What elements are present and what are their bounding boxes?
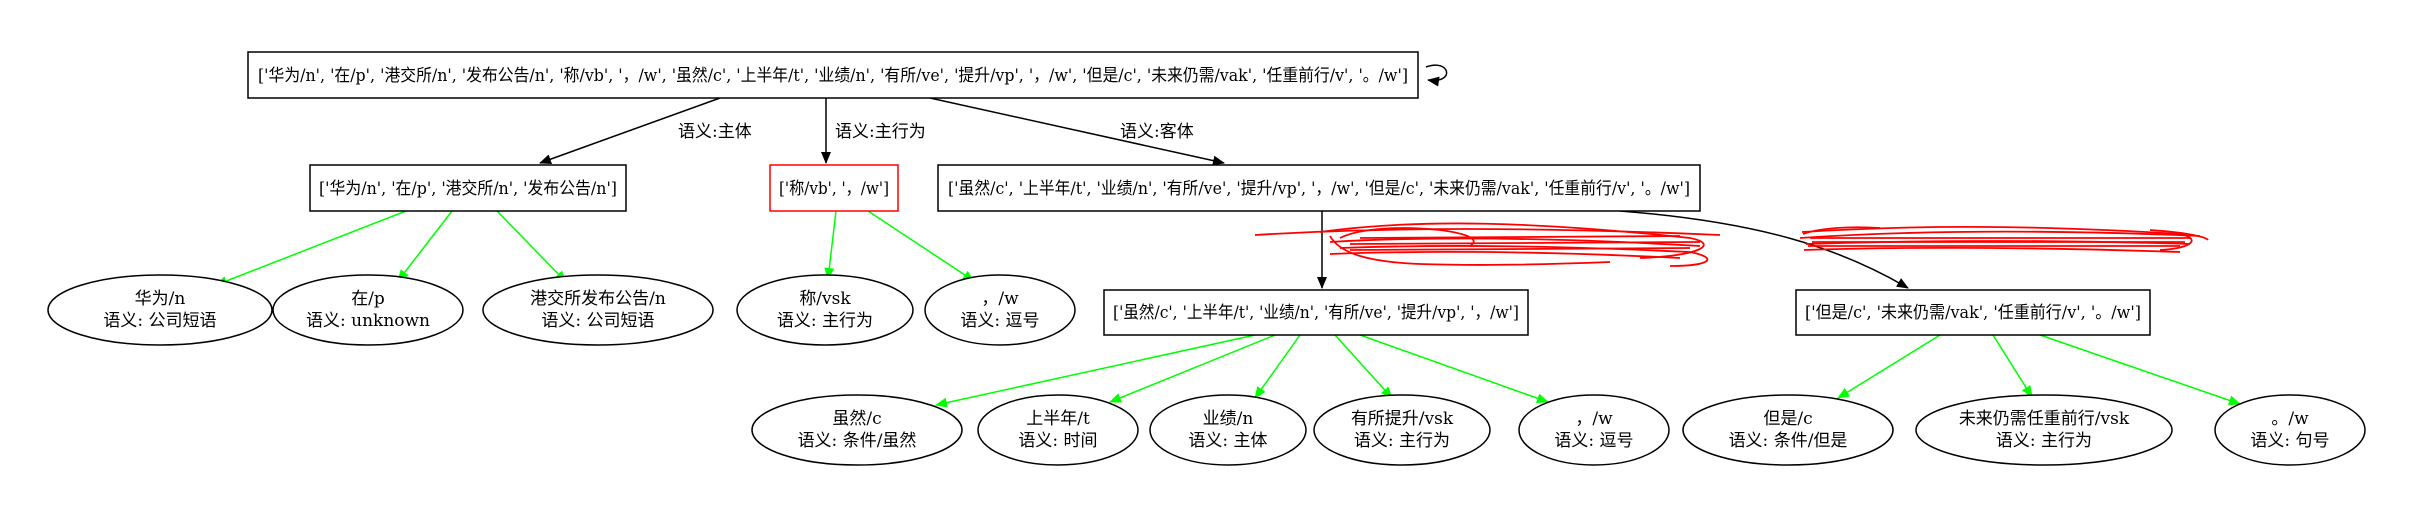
edge-object-b (1619, 210, 1909, 289)
leaf-comma-2-sem: 语义: 逗号 (1554, 431, 1633, 451)
leaf-danshi: 但是/c 语义: 条件/但是 (1682, 394, 1894, 466)
edge-root-self-loop (1425, 64, 1448, 87)
leaf-period: 。/w 语义: 句号 (2214, 394, 2366, 466)
edge-root-subject (539, 97, 721, 164)
leaf-hkex-word: 港交所发布公告/n (530, 289, 666, 309)
node-object-a-label: ['虽然/c', '上半年/t', '业绩/n', '有所/ve', '提升/v… (1113, 303, 1519, 323)
edge-objecta-yeji (1254, 334, 1301, 399)
node-object: ['虽然/c', '上半年/t', '业绩/n', '有所/ve', '提升/v… (937, 164, 1701, 212)
red-scribble-left (1254, 222, 1721, 267)
edge-label-predicate: 语义:主行为 (835, 122, 926, 142)
leaf-edges (215, 210, 2241, 408)
edge-objecta-shangbannian (1109, 334, 1276, 403)
node-predicate: ['称/vb', '，/w'] (769, 164, 899, 212)
node-object-a: ['虽然/c', '上半年/t', '业绩/n', '有所/ve', '提升/v… (1103, 289, 1529, 336)
leaf-tisheng-word: 有所提升/vsk (1351, 409, 1454, 429)
leaf-zai-word: 在/p (351, 289, 385, 309)
leaf-hkex: 港交所发布公告/n 语义: 公司短语 (482, 274, 714, 346)
leaf-zai-sem: 语义: unknown (306, 311, 430, 331)
edge-subject-zai (397, 210, 453, 282)
node-object-label: ['虽然/c', '上半年/t', '业绩/n', '有所/ve', '提升/v… (948, 179, 1690, 199)
leaf-cheng: 称/vsk 语义: 主行为 (736, 274, 914, 346)
leaf-period-sem: 语义: 句号 (2250, 431, 2329, 451)
edge-objectb-danshi (1837, 334, 1941, 399)
leaf-huawei-sem: 语义: 公司短语 (103, 311, 216, 331)
edge-subject-hkex (496, 210, 567, 283)
leaf-comma-1-word: ，/w (981, 289, 1019, 309)
edge-root-object (929, 97, 1225, 166)
node-object-b-label: ['但是/c', '未来仍需/vak', '任重前行/v', '。/w'] (1805, 303, 2141, 323)
leaf-comma-2: ，/w 语义: 逗号 (1518, 394, 1670, 466)
edge-label-object: 语义:客体 (1120, 122, 1194, 142)
leaf-tisheng-sem: 语义: 主行为 (1354, 431, 1450, 451)
leaf-yeji-word: 业绩/n (1203, 409, 1254, 429)
node-object-b: ['但是/c', '未来仍需/vak', '任重前行/v', '。/w'] (1795, 289, 2151, 336)
edge-objecta-tisheng (1334, 334, 1393, 399)
leaf-hkex-sem: 语义: 公司短语 (541, 311, 654, 331)
leaf-danshi-word: 但是/c (1763, 409, 1812, 429)
leaf-yeji-sem: 语义: 主体 (1188, 431, 1267, 451)
leaf-period-word: 。/w (2271, 409, 2309, 429)
leaf-cheng-word: 称/vsk (799, 289, 851, 309)
tree-edges (539, 64, 1909, 289)
node-predicate-label: ['称/vb', '，/w'] (779, 179, 889, 199)
leaf-weilai-sem: 语义: 主行为 (1996, 431, 2092, 451)
leaf-shangbannian: 上半年/t 语义: 时间 (977, 394, 1139, 466)
node-subject-label: ['华为/n', '在/p', '港交所/n', '发布公告/n'] (319, 179, 617, 199)
leaf-suiran-sem: 语义: 条件/虽然 (798, 431, 917, 451)
edge-label-subject: 语义:主体 (678, 122, 752, 142)
leaf-huawei: 华为/n 语义: 公司短语 (47, 274, 273, 346)
node-root-label: ['华为/n', '在/p', '港交所/n', '发布公告/n', '称/vb… (258, 66, 1408, 86)
leaf-zai: 在/p 语义: unknown (272, 274, 464, 346)
edge-objecta-comma (1359, 334, 1549, 404)
edge-predicate-comma (867, 210, 975, 282)
leaf-huawei-word: 华为/n (135, 289, 186, 309)
red-scribble-right (1799, 226, 2209, 253)
edge-objectb-period (2039, 334, 2241, 406)
leaf-suiran-word: 虽然/c (832, 409, 881, 429)
leaf-yeji: 业绩/n 语义: 主体 (1149, 394, 1307, 466)
edge-labels: 语义:主体 语义:主行为 语义:客体 (678, 122, 1194, 142)
node-subject: ['华为/n', '在/p', '港交所/n', '发布公告/n'] (309, 164, 627, 212)
leaf-danshi-sem: 语义: 条件/但是 (1729, 431, 1848, 451)
edge-objectb-weilai (1992, 334, 2033, 398)
leaf-suiran: 虽然/c 语义: 条件/虽然 (751, 394, 963, 466)
leaf-weilai-word: 未来仍需任重前行/vsk (1959, 409, 2130, 429)
edge-subject-huawei (215, 210, 407, 286)
node-root: ['华为/n', '在/p', '港交所/n', '发布公告/n', '称/vb… (247, 51, 1419, 99)
leaf-comma-1-sem: 语义: 逗号 (960, 311, 1039, 331)
edge-objecta-suiran (935, 334, 1256, 408)
leaf-shangbannian-sem: 语义: 时间 (1018, 431, 1097, 451)
leaf-tisheng: 有所提升/vsk 语义: 主行为 (1313, 394, 1491, 466)
leaf-comma-1: ，/w 语义: 逗号 (924, 274, 1076, 346)
edge-predicate-cheng (824, 210, 837, 280)
leaf-shangbannian-word: 上半年/t (1026, 409, 1090, 429)
leaf-weilai: 未来仍需任重前行/vsk 语义: 主行为 (1915, 394, 2173, 466)
leaf-comma-2-word: ，/w (1575, 409, 1613, 429)
leaf-cheng-sem: 语义: 主行为 (777, 311, 873, 331)
